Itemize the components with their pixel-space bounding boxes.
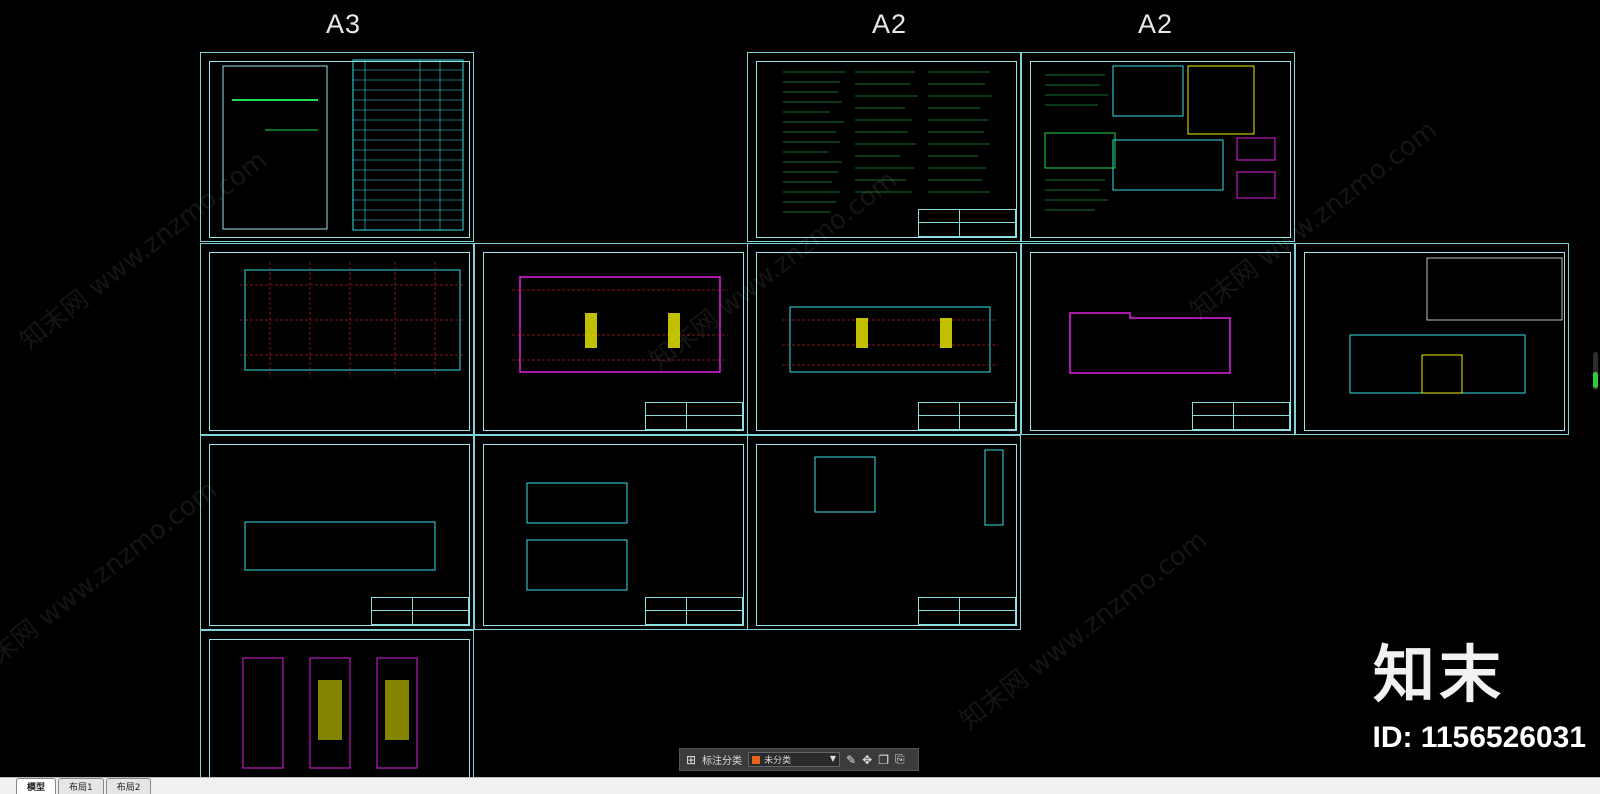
category-color-swatch — [752, 755, 761, 764]
paste-icon[interactable]: ⎘ — [894, 752, 905, 766]
title-block — [918, 597, 1016, 625]
drawing-sheet-third-floor-plan[interactable] — [747, 243, 1021, 435]
title-block — [918, 402, 1016, 430]
brand-logo: 知末 — [1372, 638, 1505, 711]
asset-id: ID: 1156526031 — [1372, 721, 1586, 754]
slider-thumb[interactable] — [1593, 372, 1598, 388]
cad-linework — [222, 59, 1563, 769]
drawing-sheet-design-notes[interactable] — [747, 52, 1021, 242]
sheet-frame — [209, 444, 470, 626]
sheet-frame — [209, 61, 470, 238]
drawing-sheet-roof-plan[interactable] — [1021, 243, 1295, 435]
annotation-category-select[interactable]: 未分类 ▼ — [748, 752, 841, 767]
tab-layout1[interactable]: 布局1 — [58, 778, 104, 794]
sheet-size-label-a2-left: A2 — [872, 9, 908, 39]
sheet-frame — [1030, 61, 1291, 238]
sheet-size-label-a3: A3 — [326, 9, 362, 39]
drawing-sheet-front-elevation[interactable] — [1295, 243, 1569, 435]
drawing-sheet-sections-details[interactable] — [747, 435, 1021, 630]
sheet-size-label-a2-right: A2 — [1138, 9, 1174, 39]
title-block — [918, 209, 1016, 237]
sheet-frame — [756, 252, 1017, 431]
sheet-frame — [1304, 252, 1565, 431]
move-icon[interactable]: ✥ — [862, 752, 873, 767]
drawing-sheet-cover[interactable] — [200, 52, 474, 242]
sheet-frame — [209, 252, 470, 431]
chevron-down-icon: ▼ — [829, 754, 837, 763]
sheet-frame — [1030, 252, 1291, 431]
title-block — [645, 402, 743, 430]
title-block — [1192, 402, 1290, 430]
sheet-frame — [756, 444, 1017, 626]
edit-icon[interactable]: ✎ — [846, 752, 857, 767]
category-value: 未分类 — [764, 756, 792, 766]
navigation-slider[interactable] — [1593, 352, 1598, 390]
drawing-sheet-rear-elevation[interactable] — [200, 435, 474, 630]
annotation-toolbar: ⊞ 标注分类 未分类 ▼ ✎ ✥ ❐ ⎘ — [679, 748, 919, 771]
grid-icon[interactable]: ⊞ — [686, 752, 697, 767]
sheet-frame — [483, 444, 744, 626]
sheet-frame — [483, 252, 744, 431]
tab-layout2[interactable]: 布局2 — [105, 778, 152, 794]
drawing-sheet-first-floor-plan[interactable] — [200, 243, 474, 435]
layout-tab-bar: 模型 布局1 布局2 — [0, 777, 1600, 794]
drawing-sheet-schedules[interactable] — [1021, 52, 1295, 242]
copy-icon[interactable]: ❐ — [878, 752, 889, 767]
annotation-category-label: 标注分类 — [702, 756, 743, 767]
sheet-frame — [756, 61, 1017, 238]
title-block — [371, 597, 469, 625]
title-block — [645, 597, 743, 625]
tab-model[interactable]: 模型 — [16, 778, 57, 794]
drawing-sheet-side-elevations[interactable] — [474, 435, 748, 630]
drawing-sheet-second-floor-plan[interactable] — [474, 243, 748, 435]
